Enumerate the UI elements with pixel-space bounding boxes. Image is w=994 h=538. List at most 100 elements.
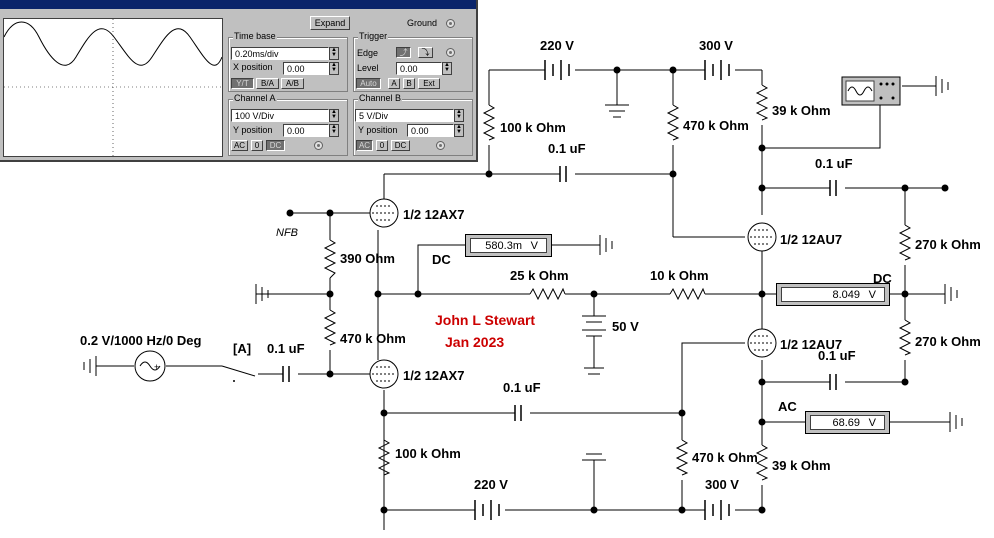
label-source: 0.2 V/1000 Hz/0 Deg (80, 333, 201, 348)
author-name: John L Stewart (435, 312, 535, 328)
channel-b-ypos-spinner[interactable]: ▲▼ (454, 124, 464, 137)
oscilloscope-panel: Expand Ground Time base 0.20ms/div ▲▼ X … (0, 0, 478, 162)
channel-a-terminal[interactable] (314, 141, 323, 150)
meter-dc-1-unit: V (530, 240, 538, 252)
xpos-spinner[interactable]: ▲▼ (329, 62, 339, 75)
channel-a-ypos-field[interactable]: 0.00 (283, 124, 329, 137)
channel-b-dc-button[interactable]: DC (391, 140, 410, 151)
ground-label: Ground (407, 18, 438, 28)
trigger-auto-button[interactable]: Auto (356, 78, 381, 89)
label-ac: AC (778, 399, 797, 414)
xpos-label: X position (233, 62, 273, 72)
level-label: Level (357, 63, 379, 73)
label-220v-bot: 220 V (474, 477, 508, 492)
label-r10k: 10 k Ohm (650, 268, 709, 283)
scope-title-bar[interactable] (0, 0, 476, 9)
tube-12ax7-bottom (369, 359, 399, 389)
trigger-a-button[interactable]: A (388, 78, 400, 89)
trigger-b-button[interactable]: B (403, 78, 415, 89)
label-v50: 50 V (612, 319, 639, 334)
level-field[interactable]: 0.00 (396, 62, 442, 75)
label-r470k-top: 470 k Ohm (683, 118, 749, 133)
channel-b-ac-button[interactable]: AC (356, 140, 373, 151)
channel-a-ac-button[interactable]: AC (231, 140, 248, 151)
label-dc-1: DC (432, 252, 451, 267)
edge-label: Edge (357, 48, 379, 58)
label-c01-mid: 0.1 uF (503, 380, 541, 395)
channel-a-ypos-label: Y position (233, 125, 273, 135)
edge-falling-button[interactable]: ⤵ (418, 47, 433, 58)
timebase-group: Time base (228, 31, 348, 92)
ground-terminal[interactable] (446, 19, 455, 28)
trigger-terminal[interactable] (446, 48, 455, 57)
meter-ac[interactable]: 68.69 V (805, 411, 890, 434)
label-c01-right-top: 0.1 uF (815, 156, 853, 171)
svg-text:+: + (154, 362, 159, 372)
scope-screen (3, 18, 223, 157)
channel-a-scale-field[interactable]: 100 V/Div (231, 109, 329, 122)
meter-dc-1-display: 580.3m V (470, 238, 547, 253)
channel-b-zero-button[interactable]: 0 (376, 140, 388, 151)
meter-ac-display: 68.69 V (810, 415, 885, 430)
xpos-field[interactable]: 0.00 (283, 62, 329, 75)
channel-a-ypos-spinner[interactable]: ▲▼ (329, 124, 339, 137)
label-r270k-bot: 270 k Ohm (915, 334, 981, 349)
label-dc-2: DC (873, 271, 892, 286)
label-c01-top: 0.1 uF (548, 141, 586, 156)
channel-b-title: Channel B (358, 93, 403, 103)
channel-a-group: Channel A (228, 93, 348, 156)
channel-b-terminal[interactable] (436, 141, 445, 150)
mode-ba-button[interactable]: B/A (256, 78, 279, 89)
channel-b-ypos-field[interactable]: 0.00 (407, 124, 454, 137)
scope-waveform (3, 19, 223, 156)
label-c01-right-bot: 0.1 uF (818, 348, 856, 363)
channel-a-zero-button[interactable]: 0 (251, 140, 263, 151)
timebase-field[interactable]: 0.20ms/div (231, 47, 329, 60)
mode-ab-button[interactable]: A/B (281, 78, 304, 89)
tube-12au7-top (747, 222, 777, 252)
tube-12au7-bottom (747, 328, 777, 358)
channel-b-spinner[interactable]: ▲▼ (454, 109, 464, 122)
label-r270k-top: 270 k Ohm (915, 237, 981, 252)
meter-dc-1[interactable]: 580.3m V (465, 234, 552, 257)
channel-a-spinner[interactable]: ▲▼ (329, 109, 339, 122)
expand-button[interactable]: Expand (310, 16, 350, 30)
label-c01-in: 0.1 uF (267, 341, 305, 356)
label-switch: [A] (233, 341, 251, 356)
mode-yt-button[interactable]: Y/T (231, 78, 254, 89)
channel-a-dc-button[interactable]: DC (266, 140, 285, 151)
ac-source[interactable] (134, 350, 166, 382)
author-date: Jan 2023 (445, 334, 504, 350)
label-r39k-top: 39 k Ohm (772, 103, 831, 118)
label-r25k: 25 k Ohm (510, 268, 569, 283)
tube-12ax7-top (369, 198, 399, 228)
label-tube1: 1/2 12AX7 (403, 207, 464, 222)
timebase-spinner[interactable]: ▲▼ (329, 47, 339, 60)
trigger-title: Trigger (358, 31, 389, 41)
channel-b-scale-field[interactable]: 5 V/Div (355, 109, 454, 122)
label-r470k-bot: 470 k Ohm (692, 450, 758, 465)
label-300v-bot: 300 V (705, 477, 739, 492)
label-220v-top: 220 V (540, 38, 574, 53)
meter-ac-value: 68.69 (832, 417, 860, 429)
channel-a-title: Channel A (233, 93, 277, 103)
timebase-title: Time base (233, 31, 277, 41)
scope-icon[interactable] (841, 76, 901, 106)
level-spinner[interactable]: ▲▼ (442, 62, 452, 75)
switch-a[interactable] (233, 380, 235, 382)
meter-dc-2-display: 8.049 V (781, 287, 885, 302)
meter-dc-2-unit: V (868, 289, 876, 301)
edge-rising-button[interactable]: ⤴ (396, 47, 411, 58)
label-tube3: 1/2 12AU7 (780, 232, 842, 247)
meter-dc-2-value: 8.049 (832, 289, 860, 301)
label-r390: 390 Ohm (340, 251, 395, 266)
label-r100k-bot: 100 k Ohm (395, 446, 461, 461)
trigger-ext-button[interactable]: Ext (418, 78, 440, 89)
label-nfb: NFB (276, 227, 298, 239)
channel-b-ypos-label: Y position (358, 125, 398, 135)
label-300v-top: 300 V (699, 38, 733, 53)
meter-dc-2[interactable]: 8.049 V (776, 283, 890, 306)
meter-dc-1-value: 580.3m (485, 240, 522, 252)
label-r100k-top: 100 k Ohm (500, 120, 566, 135)
